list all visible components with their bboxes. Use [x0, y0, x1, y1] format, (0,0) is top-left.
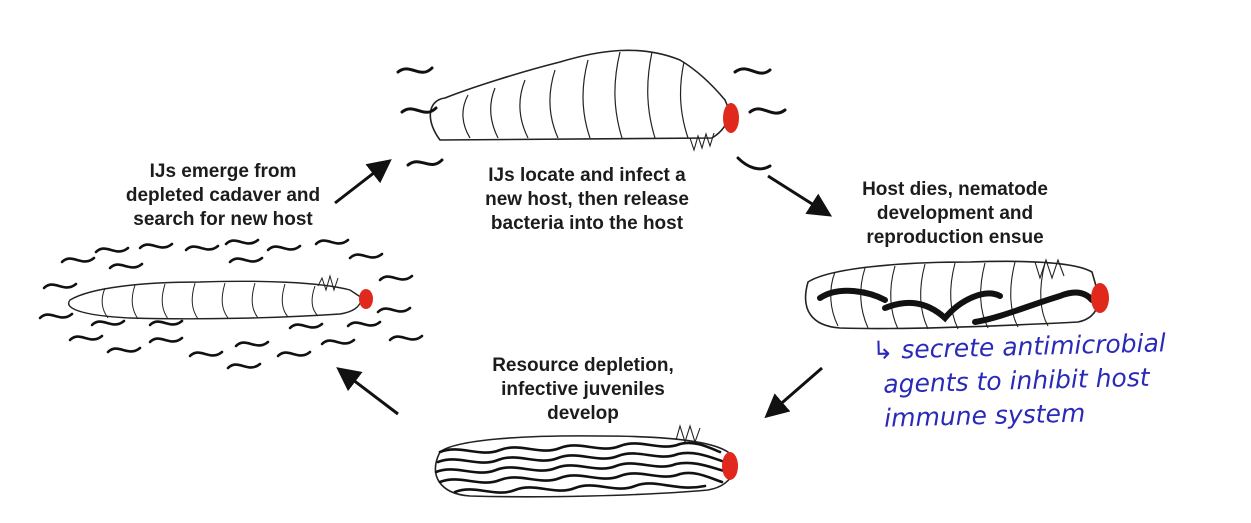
cycle-arrows — [334, 159, 833, 419]
stage-label-depletion: Resource depletion, infective juveniles … — [478, 354, 688, 426]
larva-right-head — [1091, 283, 1109, 313]
packed-juveniles — [434, 441, 730, 494]
larva-reproduction — [804, 258, 1109, 330]
stage-label-line: search for new host — [133, 209, 313, 230]
larva-top-head — [723, 103, 739, 133]
stage-label-line: new host, then release — [485, 189, 689, 210]
stage-label-line: bacteria into the host — [490, 213, 684, 234]
adult-nematodes — [817, 287, 1095, 325]
larva-depleted — [434, 424, 738, 498]
stage-label-host-dies: Host dies, nematode development and repr… — [840, 178, 1070, 250]
larva-right-legs — [1034, 258, 1065, 280]
stage-label-line: Host dies, nematode — [862, 179, 1048, 200]
arrow-host-dies-to-depletion — [764, 366, 823, 419]
ijs-emerging-swarm — [38, 238, 424, 370]
stage-label-emerge: IJs emerge from depleted cadaver and sea… — [108, 160, 338, 232]
larva-left-legs — [317, 274, 339, 292]
larva-bottom-legs — [675, 424, 701, 444]
stage-label-line: Resource depletion, — [492, 355, 674, 376]
handwritten-annotation: ↳ secrete antimicrobial agents to inhibi… — [872, 326, 1168, 436]
stage-label-line: development and — [876, 203, 1034, 224]
arrow-emerge-to-infect — [334, 159, 392, 205]
stage-label-line: infective juveniles — [501, 379, 665, 400]
stage-label-line: IJs locate and infect a — [488, 165, 686, 186]
larva-infected-host — [429, 49, 739, 152]
stage-label-line: IJs emerge from — [149, 161, 297, 182]
stage-label-line: depleted cadaver and — [125, 185, 321, 206]
larva-top-legs — [689, 132, 715, 152]
stage-label-line: reproduction ensue — [866, 227, 1044, 248]
stage-label-line: develop — [547, 403, 619, 424]
arrow-infect-to-host-dies — [767, 174, 833, 217]
larva-left-outline — [67, 280, 363, 320]
stage-label-infect: IJs locate and infect a new host, then r… — [462, 164, 712, 236]
larva-left-head — [359, 289, 373, 309]
larva-cadaver — [67, 274, 373, 320]
arrow-depletion-to-emerge — [336, 367, 399, 416]
ijs-around-top-larva — [396, 66, 787, 171]
larva-bottom-head — [722, 452, 738, 480]
larva-right-outline — [804, 260, 1101, 330]
